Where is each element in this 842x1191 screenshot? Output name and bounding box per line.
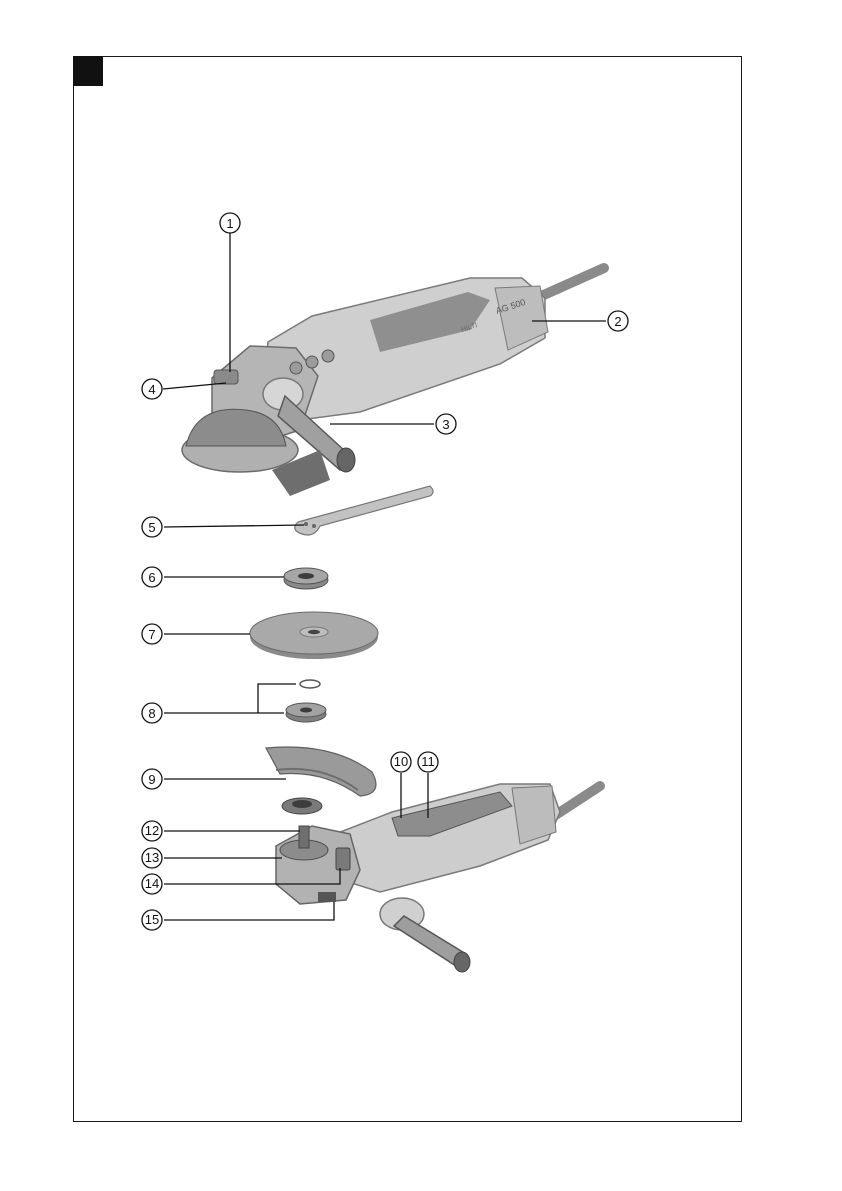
speed-dial-2 <box>306 356 318 368</box>
svg-text:12: 12 <box>145 823 159 838</box>
callout-4: 4 <box>142 379 162 399</box>
callout-8: 8 <box>142 703 162 723</box>
svg-text:14: 14 <box>145 876 159 891</box>
leader-15 <box>164 902 334 920</box>
callout-13: 13 <box>142 848 162 868</box>
spindle-lower <box>299 826 309 848</box>
clamping-nut-part <box>284 568 328 589</box>
svg-text:11: 11 <box>421 754 435 769</box>
callout-11: 11 <box>418 752 438 772</box>
svg-text:15: 15 <box>145 912 159 927</box>
angle-grinder-lower <box>276 784 600 972</box>
wrench-pin-2 <box>312 524 316 528</box>
svg-text:5: 5 <box>148 520 155 535</box>
spindle-lock-upper <box>214 370 238 384</box>
guard-lock-lever <box>336 848 350 870</box>
svg-text:8: 8 <box>148 706 155 721</box>
o-ring <box>300 680 320 688</box>
callout-1: 1 <box>220 213 240 233</box>
svg-text:10: 10 <box>394 754 408 769</box>
guard-release-lower <box>318 892 336 902</box>
svg-text:1: 1 <box>226 216 233 231</box>
svg-text:9: 9 <box>148 772 155 787</box>
callout-15: 15 <box>142 910 162 930</box>
svg-text:4: 4 <box>148 382 155 397</box>
leader-5 <box>164 525 304 527</box>
leader-8 <box>164 684 296 713</box>
callout-6: 6 <box>142 567 162 587</box>
svg-text:3: 3 <box>442 417 449 432</box>
callout-2: 2 <box>608 311 628 331</box>
speed-dial-3 <box>322 350 334 362</box>
svg-text:2: 2 <box>614 314 621 329</box>
svg-text:7: 7 <box>148 627 155 642</box>
callout-7: 7 <box>142 624 162 644</box>
callout-9: 9 <box>142 769 162 789</box>
svg-text:6: 6 <box>148 570 155 585</box>
flange-part <box>286 680 326 722</box>
side-handle-end-lower <box>454 952 470 972</box>
callout-12: 12 <box>142 821 162 841</box>
guard-part <box>266 747 376 814</box>
clamping-nut-hole <box>298 573 314 579</box>
guard-collar-hole <box>292 800 312 808</box>
angle-grinder-assembled: AG 500 HILTI <box>182 268 604 496</box>
grinding-disc-part <box>250 612 378 659</box>
callout-10: 10 <box>391 752 411 772</box>
wrench-part <box>295 486 433 535</box>
callout-5: 5 <box>142 517 162 537</box>
side-handle-end-upper <box>337 448 355 472</box>
grinding-disc-hole <box>308 630 320 634</box>
wrench-pin-1 <box>304 522 308 526</box>
callout-14: 14 <box>142 874 162 894</box>
speed-dial-1 <box>290 362 302 374</box>
callout-3: 3 <box>436 414 456 434</box>
svg-text:13: 13 <box>145 850 159 865</box>
flange-hole <box>300 708 312 713</box>
wrench <box>295 486 433 535</box>
